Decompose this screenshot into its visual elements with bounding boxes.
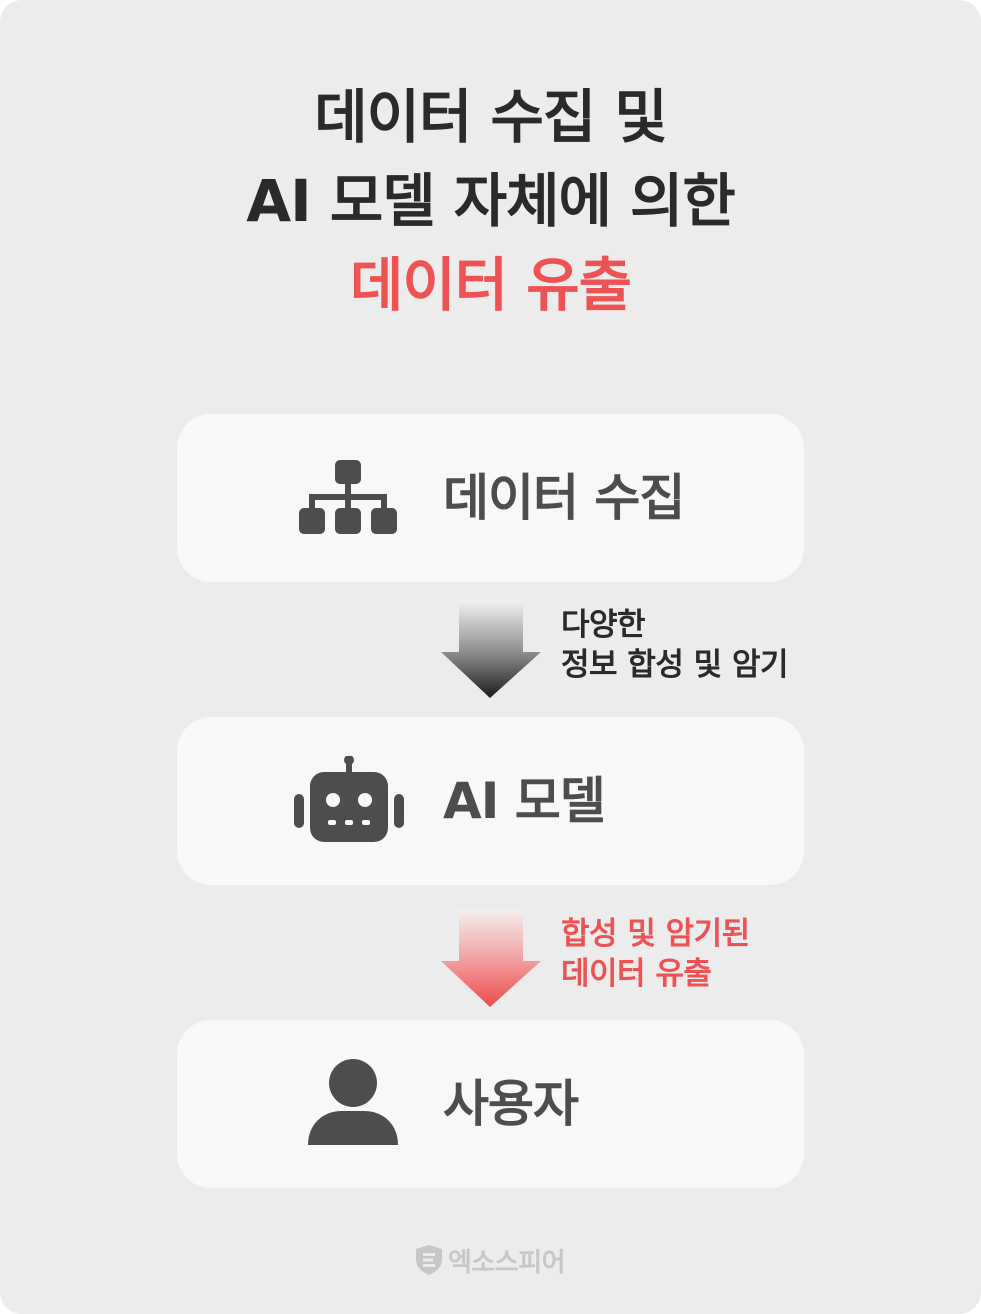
transition-caption-line: 데이터 유출 [561,956,712,992]
step-card-user: 사용자 [177,1020,804,1188]
step-label: AI 모델 [443,772,606,830]
arrow-down-red-icon [441,909,541,1007]
robot-icon [294,717,404,885]
step-label: 사용자 [443,1075,579,1133]
title-line-1: 데이터 수집 및 [314,83,668,151]
transition-caption-line: 정보 합성 및 암기 [561,647,789,683]
title-line-3-highlight: 데이터 유출 [350,251,632,319]
step-card-ai-model: AI 모델 [177,717,804,885]
hierarchy-icon [293,414,403,582]
shield-logo-icon [415,1245,442,1275]
arrow-down-icon [441,600,541,698]
step-label: 데이터 수집 [443,469,685,527]
step-card-data-collection: 데이터 수집 [177,414,804,582]
brand-footer: 엑소스피어 [0,1240,981,1280]
transition-caption-2: 합성 및 암기된 데이터 유출 [561,914,750,994]
transition-caption-line: 다양한 [561,607,646,643]
user-icon [298,1020,408,1188]
transition-caption-1: 다양한 정보 합성 및 암기 [561,605,789,685]
title-line-2: AI 모델 자체에 의한 [246,167,736,235]
transition-caption-line: 합성 및 암기된 [561,916,750,952]
brand-name: 엑소스피어 [447,1247,566,1278]
